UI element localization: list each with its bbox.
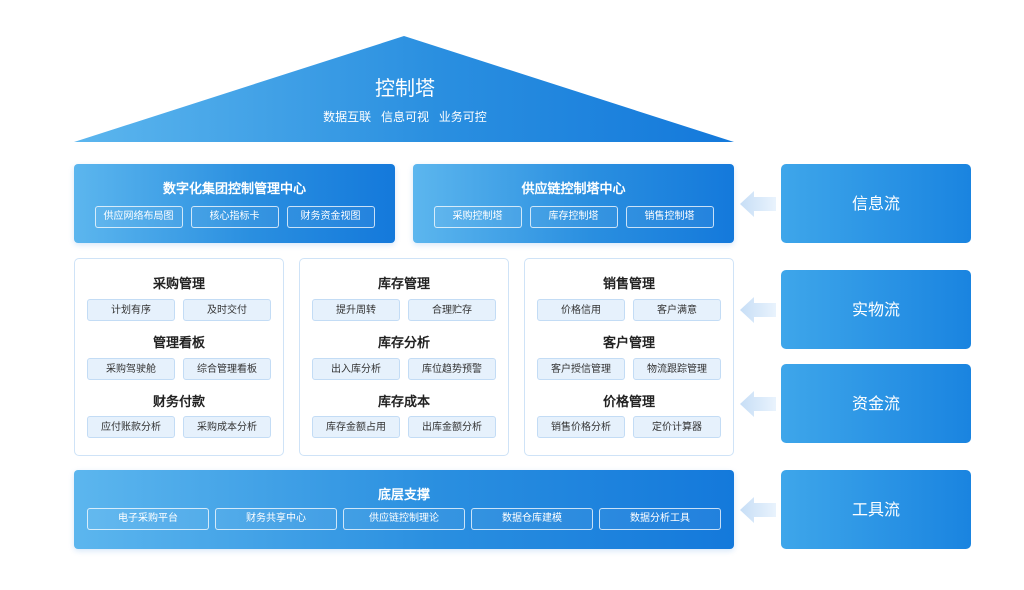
sales-column: 销售管理 价格信用 客户满意 客户管理 客户授信管理 物流跟踪管理 价格管理 销… bbox=[524, 258, 734, 456]
group-title: 库存分析 bbox=[377, 336, 430, 351]
item-chip[interactable]: 出库金额分析 bbox=[408, 416, 496, 438]
tool-flow-box[interactable]: 工具流 bbox=[781, 470, 971, 549]
capital-flow-box[interactable]: 资金流 bbox=[781, 364, 971, 443]
panel-title: 数字化集团控制管理中心 bbox=[162, 182, 306, 197]
group-title: 库存管理 bbox=[377, 277, 430, 292]
group-title: 销售管理 bbox=[602, 277, 655, 292]
group-title: 采购管理 bbox=[152, 277, 205, 292]
item-chip[interactable]: 采购驾驶舱 bbox=[87, 358, 175, 380]
arrow-left-icon bbox=[740, 391, 776, 417]
panel-title: 底层支撑 bbox=[377, 488, 430, 503]
item-chip[interactable]: 应付账款分析 bbox=[87, 416, 175, 438]
item-chip[interactable]: 采购成本分析 bbox=[183, 416, 271, 438]
chip-scm-theory[interactable]: 供应链控制理论 bbox=[343, 508, 465, 530]
material-flow-box[interactable]: 实物流 bbox=[781, 270, 971, 349]
chip-finance-view[interactable]: 财务资金视图 bbox=[286, 206, 375, 228]
item-chip[interactable]: 提升周转 bbox=[312, 299, 400, 321]
chip-supply-network-map[interactable]: 供应网络布局图 bbox=[94, 206, 183, 228]
roof-subtitle: 数据互联 信息可视 业务可控 bbox=[323, 110, 487, 124]
supply-chain-tower-panel: 供应链控制塔中心 采购控制塔 库存控制塔 销售控制塔 bbox=[413, 164, 734, 243]
chip-kpi-card[interactable]: 核心指标卡 bbox=[190, 206, 279, 228]
item-chip[interactable]: 综合管理看板 bbox=[183, 358, 271, 380]
item-chip[interactable]: 价格信用 bbox=[537, 299, 625, 321]
chip-inventory-tower[interactable]: 库存控制塔 bbox=[529, 206, 618, 228]
item-chip[interactable]: 合理贮存 bbox=[408, 299, 496, 321]
chip-data-warehouse[interactable]: 数据仓库建模 bbox=[471, 508, 593, 530]
chip-sales-tower[interactable]: 销售控制塔 bbox=[625, 206, 714, 228]
item-chip[interactable]: 库位趋势预警 bbox=[408, 358, 496, 380]
item-chip[interactable]: 计划有序 bbox=[87, 299, 175, 321]
item-chip[interactable]: 出入库分析 bbox=[312, 358, 400, 380]
item-chip[interactable]: 定价计算器 bbox=[633, 416, 721, 438]
chip-procurement-tower[interactable]: 采购控制塔 bbox=[433, 206, 522, 228]
item-chip[interactable]: 销售价格分析 bbox=[537, 416, 625, 438]
chip-analytics-tools[interactable]: 数据分析工具 bbox=[599, 508, 721, 530]
base-support-panel: 底层支撑 电子采购平台 财务共享中心 供应链控制理论 数据仓库建模 数据分析工具 bbox=[74, 470, 734, 549]
item-chip[interactable]: 客户满意 bbox=[633, 299, 721, 321]
item-chip[interactable]: 客户授信管理 bbox=[537, 358, 625, 380]
chip-finance-shared-center[interactable]: 财务共享中心 bbox=[215, 508, 337, 530]
item-chip[interactable]: 物流跟踪管理 bbox=[633, 358, 721, 380]
arrow-left-icon bbox=[740, 497, 776, 523]
panel-title: 供应链控制塔中心 bbox=[521, 182, 626, 197]
procurement-column: 采购管理 计划有序 及时交付 管理看板 采购驾驶舱 综合管理看板 财务付款 应付… bbox=[74, 258, 284, 456]
group-title: 客户管理 bbox=[602, 336, 655, 351]
group-title: 价格管理 bbox=[602, 395, 655, 410]
inventory-column: 库存管理 提升周转 合理贮存 库存分析 出入库分析 库位趋势预警 库存成本 库存… bbox=[299, 258, 509, 456]
group-control-center-panel: 数字化集团控制管理中心 供应网络布局图 核心指标卡 财务资金视图 bbox=[74, 164, 395, 243]
group-title: 财务付款 bbox=[152, 395, 205, 410]
arrow-left-icon bbox=[740, 191, 776, 217]
item-chip[interactable]: 库存金额占用 bbox=[312, 416, 400, 438]
group-title: 库存成本 bbox=[377, 395, 430, 410]
group-title: 管理看板 bbox=[152, 336, 205, 351]
item-chip[interactable]: 及时交付 bbox=[183, 299, 271, 321]
arrow-left-icon bbox=[740, 297, 776, 323]
info-flow-box[interactable]: 信息流 bbox=[781, 164, 971, 243]
chip-e-procurement[interactable]: 电子采购平台 bbox=[87, 508, 209, 530]
roof-title: 控制塔 bbox=[375, 76, 435, 100]
